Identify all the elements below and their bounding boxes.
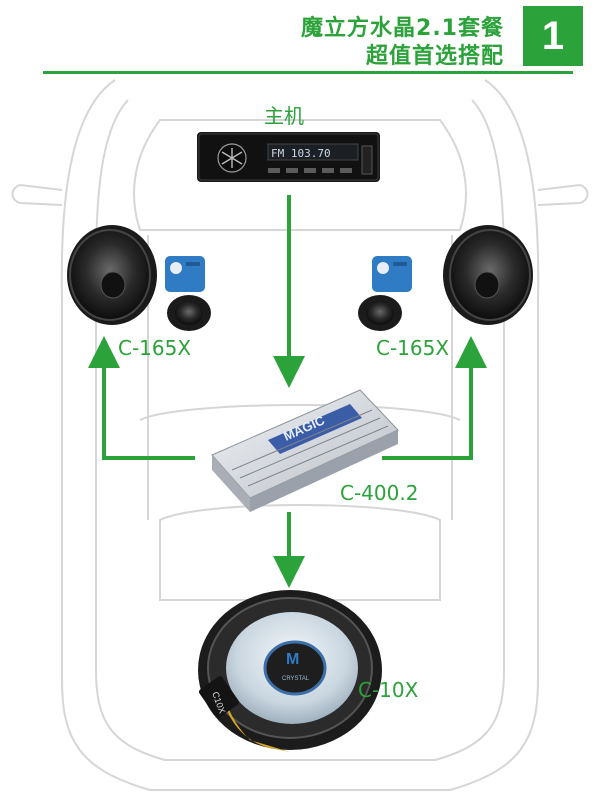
right-speaker-set (358, 225, 533, 331)
amplifier: MAGIC (211, 389, 399, 512)
right-crossover-box (372, 256, 412, 292)
arrow-amp-to-right-speakers (382, 336, 487, 460)
signal-arrows (88, 195, 487, 588)
car-outline (11, 79, 589, 791)
svg-text:M: M (286, 651, 299, 668)
amplifier-label: C-400.2 (340, 481, 419, 505)
head-unit: FM 103.70 (197, 132, 380, 182)
package-number-badge: 1 (523, 6, 583, 66)
left-speaker-set (67, 225, 211, 331)
arrow-amp-to-left-speakers (88, 336, 195, 460)
left-speaker-label: C-165X (118, 336, 192, 360)
subwoofer: M CRYSTAL C10X (198, 590, 382, 752)
sub-logo-text: CRYSTAL (282, 676, 310, 682)
head-unit-display: FM 103.70 (271, 147, 331, 160)
package-subtitle: 超值首选搭配 (365, 44, 504, 69)
subwoofer-label: C-10X (358, 678, 419, 702)
left-crossover-box (165, 256, 205, 292)
package-title: 魔立方水晶2.1套餐 (301, 16, 504, 41)
head-unit-label: 主机 (264, 104, 304, 128)
right-speaker-label: C-165X (376, 336, 450, 360)
header-divider (43, 71, 573, 74)
